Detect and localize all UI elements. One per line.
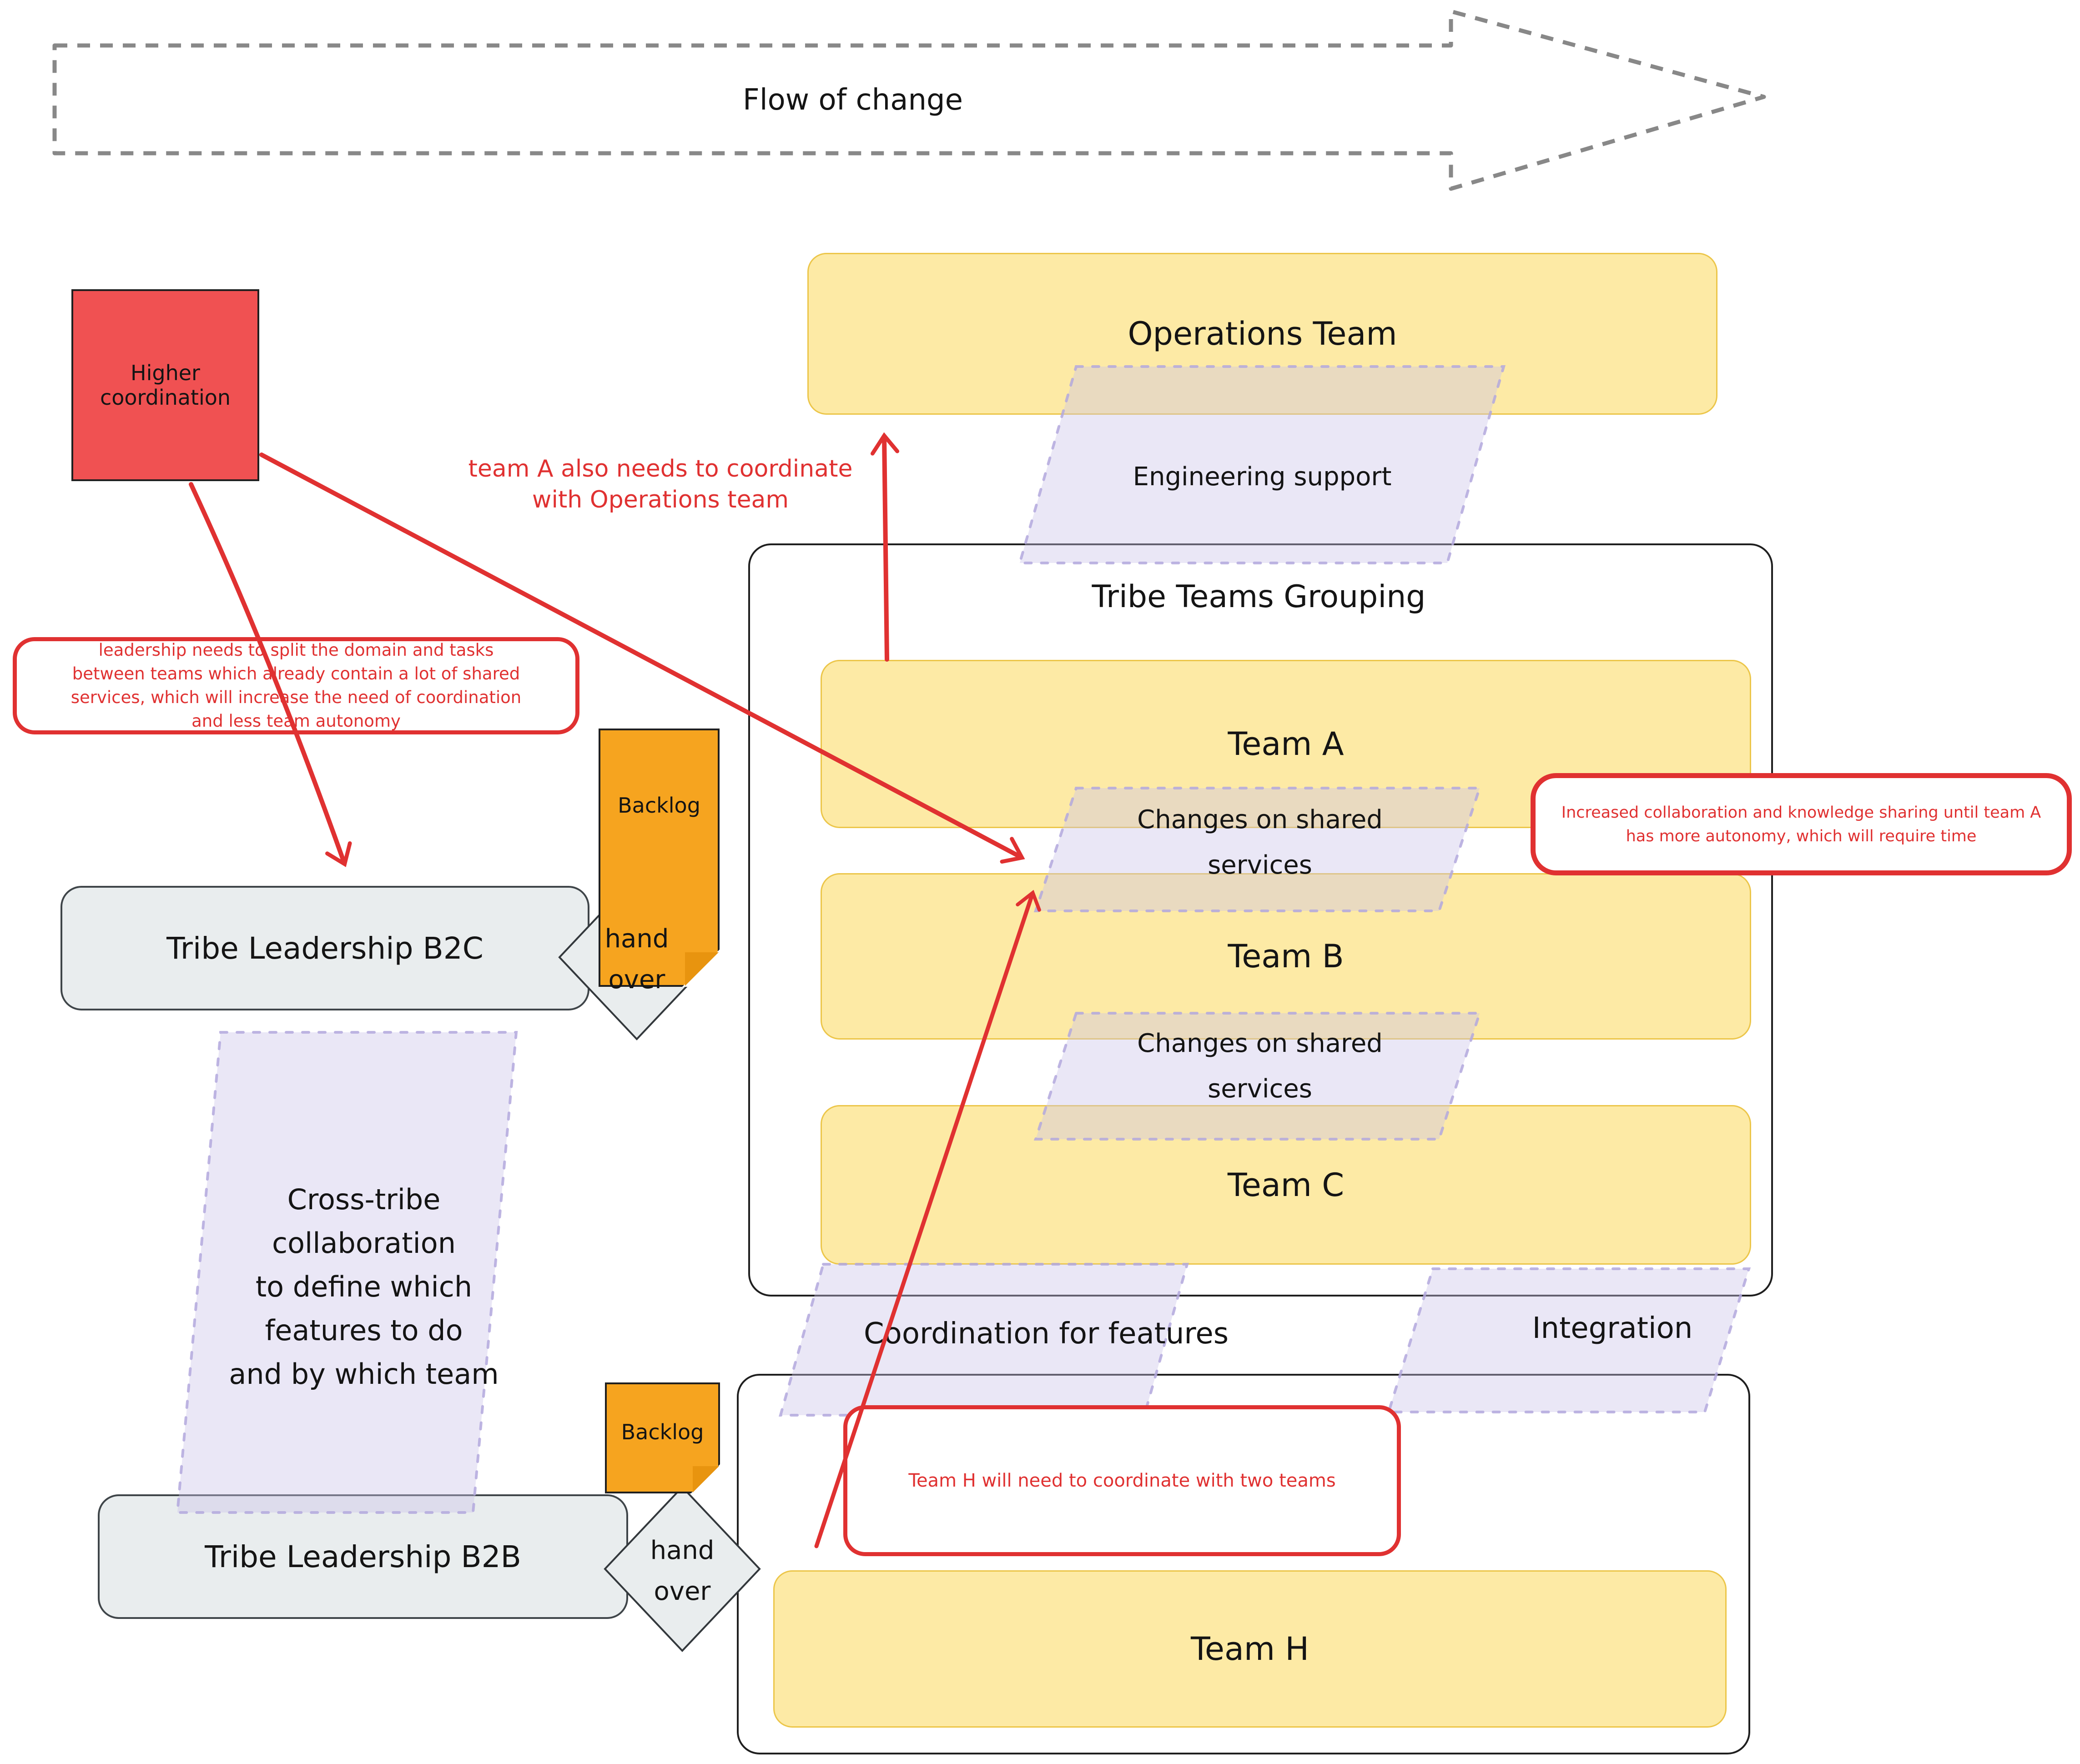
team-h-coordinate-callout: Team H will need to coordinate with two … (843, 1405, 1401, 1556)
increased-collab-callout: Increased collaboration and knowledge sh… (1531, 773, 2072, 875)
leadership-split-callout: leadership needs to split the domain and… (13, 637, 579, 734)
handover-bottom-label-wrap: hand over (605, 1528, 760, 1614)
cross-tribe-label: Cross-tribe collaboration to define whic… (229, 1183, 499, 1391)
cross-tribe-label-wrap: Cross-tribe collaboration to define whic… (159, 1169, 569, 1405)
team-a-label: Team A (1228, 725, 1344, 763)
changes-shared-1-label-wrap: Changes on shared services (1032, 795, 1487, 890)
team-c-label: Team C (1227, 1166, 1345, 1204)
flow-of-change-label: Flow of change (743, 83, 963, 117)
higher-coordination-sticky: Higher coordination (71, 289, 259, 481)
tribe-leadership-b2b-label: Tribe Leadership B2B (205, 1539, 521, 1574)
flow-of-change-label-wrap: Flow of change (637, 77, 1069, 123)
team-b-label: Team B (1228, 938, 1344, 975)
changes-shared-2-label-wrap: Changes on shared services (1032, 1019, 1487, 1114)
tribe-leadership-b2c-label: Tribe Leadership B2C (166, 930, 483, 966)
engineering-support-label: Engineering support (1133, 462, 1392, 492)
operations-team-box: Operations Team (807, 253, 1717, 415)
increased-collab-callout-text: Increased collaboration and knowledge sh… (1561, 803, 2041, 845)
tribe-leadership-b2b-box: Tribe Leadership B2B (98, 1494, 628, 1619)
tribe-grouping-title: Tribe Teams Grouping (1092, 578, 1426, 615)
team-a-ops-annotation: team A also needs to coordinate with Ope… (468, 455, 853, 513)
higher-coordination-label: Higher coordination (100, 361, 231, 410)
backlog-sticky-bottom: Backlog (605, 1382, 720, 1493)
engineering-support-label-wrap: Engineering support (1080, 455, 1444, 498)
integration-label-wrap: Integration (1453, 1308, 1772, 1349)
handover-top-label-wrap: hand over (559, 916, 714, 1003)
team-h-box: Team H (773, 1570, 1727, 1728)
handover-bottom-label: hand over (650, 1536, 715, 1606)
backlog-bottom-label: Backlog (621, 1420, 704, 1444)
backlog-top-label: Backlog (618, 793, 700, 818)
coordination-features-label-wrap: Coordination for features (819, 1313, 1274, 1354)
team-c-box: Team C (821, 1105, 1751, 1265)
team-h-label: Team H (1191, 1630, 1309, 1668)
tribe-grouping-title-wrap: Tribe Teams Grouping (748, 574, 1769, 619)
team-a-ops-annotation-wrap: team A also needs to coordinate with Ope… (433, 448, 888, 521)
team-h-coordinate-callout-text: Team H will need to coordinate with two … (908, 1470, 1336, 1491)
changes-shared-2-label: Changes on shared services (1137, 1029, 1383, 1104)
changes-shared-1-label: Changes on shared services (1137, 805, 1383, 880)
handover-top-label: hand over (604, 924, 669, 995)
integration-label: Integration (1532, 1312, 1693, 1345)
coordination-features-label: Coordination for features (863, 1317, 1229, 1351)
team-b-box: Team B (821, 873, 1751, 1040)
tribe-leadership-b2c-box: Tribe Leadership B2C (60, 886, 589, 1010)
operations-team-label: Operations Team (1128, 315, 1397, 352)
leadership-split-callout-text: leadership needs to split the domain and… (71, 640, 522, 731)
